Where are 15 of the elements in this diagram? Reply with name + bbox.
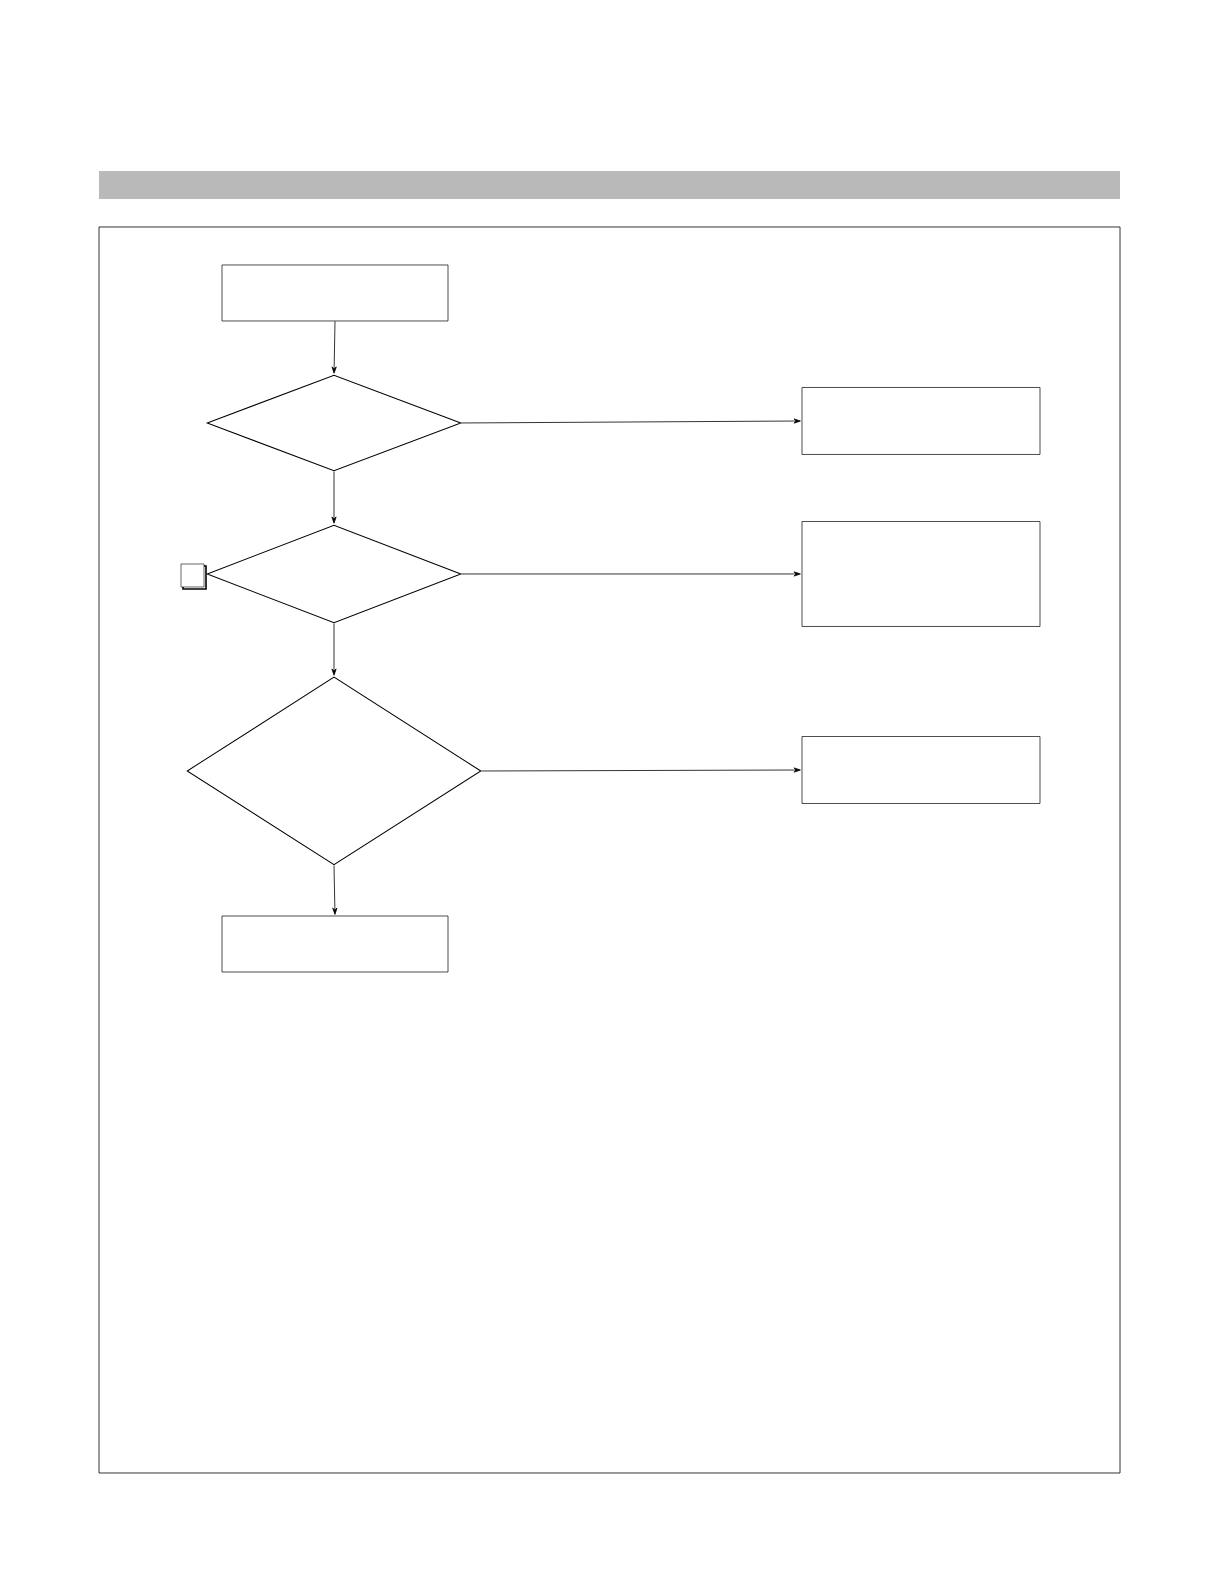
decision-diamond [186, 676, 482, 866]
arrow [332, 865, 338, 915]
arrow [331, 320, 337, 374]
arrow [461, 418, 801, 424]
decision-diamond [206, 374, 462, 472]
process-box [221, 915, 449, 973]
arrow [481, 767, 801, 773]
arrow [461, 571, 801, 577]
process-box [221, 264, 449, 322]
arrow [331, 471, 337, 524]
process-box [801, 387, 1041, 455]
process-box [801, 521, 1041, 627]
process-box [801, 736, 1041, 804]
decision-diamond [206, 524, 462, 624]
arrow [331, 623, 337, 676]
